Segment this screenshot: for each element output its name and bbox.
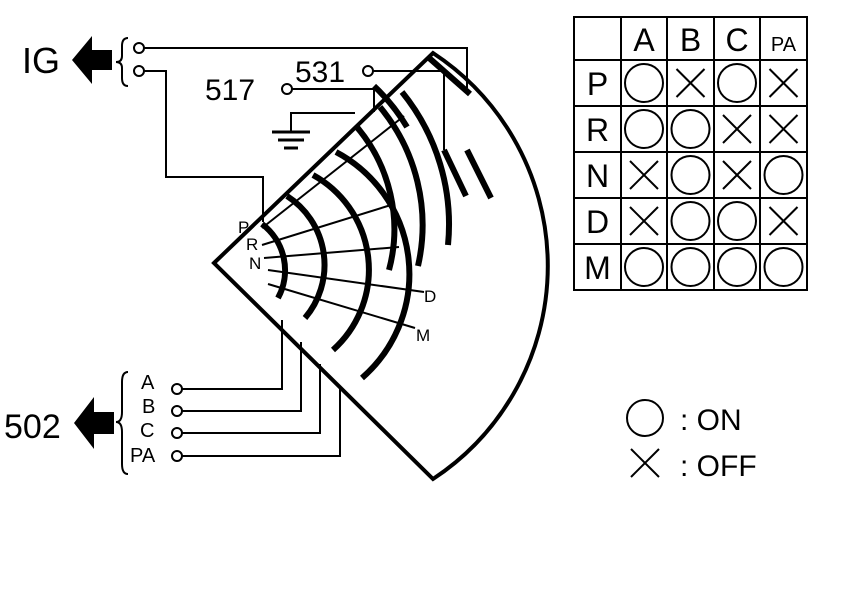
on-circle-icon — [670, 109, 711, 149]
on-circle-icon — [670, 247, 711, 287]
off-cross-icon — [768, 68, 799, 98]
ig-wire-1 — [144, 47, 468, 88]
on-circle-icon — [624, 109, 664, 149]
output-terminal-c — [171, 427, 183, 439]
dial-lines — [261, 115, 425, 329]
legend-on-label: : ON — [680, 404, 742, 437]
table-row-label: M — [584, 250, 611, 286]
table-row-label: R — [586, 112, 609, 148]
ref-531-terminal — [362, 65, 374, 77]
dial-label-n: N — [249, 254, 261, 273]
dial-position-labels: P R N D M — [238, 218, 436, 345]
dial-label-d: D — [424, 287, 436, 306]
table-column-header: B — [680, 22, 701, 58]
output-labels: A B C PA — [130, 372, 156, 467]
ref-517-wire — [292, 88, 375, 112]
table-row-label: N — [586, 158, 609, 194]
ig-connector: IG — [22, 36, 129, 87]
ground-icon — [272, 112, 355, 150]
ig-arrow-icon — [72, 36, 112, 84]
off-cross-icon — [768, 114, 799, 144]
on-circle-icon — [717, 247, 757, 287]
on-circle-icon — [717, 63, 757, 103]
off-cross-icon — [768, 206, 799, 236]
output-wire-b — [182, 342, 302, 412]
dial-label-p: P — [238, 218, 249, 237]
ref-502-brace-icon — [115, 371, 129, 475]
on-circle-icon — [717, 201, 757, 241]
table-row-label: D — [586, 204, 609, 240]
ref-502-label: 502 — [4, 408, 61, 446]
off-cross-icon — [722, 160, 752, 190]
ig-label: IG — [22, 40, 60, 81]
ig-terminal-2 — [133, 65, 145, 77]
ref-531-label: 531 — [295, 56, 345, 89]
on-circle-icon — [670, 155, 711, 195]
off-cross-icon — [629, 160, 659, 190]
output-terminal-b — [171, 405, 183, 417]
on-circle-icon — [670, 201, 711, 241]
on-circle-icon — [624, 247, 664, 287]
dial-label-m: M — [416, 326, 430, 345]
output-wire-c — [182, 364, 321, 434]
off-cross-icon — [629, 206, 659, 236]
ref-517-label: 517 — [205, 74, 255, 107]
off-cross-icon — [722, 114, 752, 144]
dial-label-r: R — [246, 235, 258, 254]
switch-sector — [211, 50, 550, 482]
legend: : ON : OFF — [626, 399, 757, 483]
table-column-header: PA — [771, 34, 797, 56]
output-label-c: C — [140, 420, 154, 442]
table-column-header: C — [725, 22, 748, 58]
output-wire-pa — [182, 386, 341, 457]
legend-off-label: : OFF — [680, 450, 757, 483]
on-circle-icon — [763, 155, 804, 195]
legend-off-icon — [630, 448, 660, 478]
on-circle-icon — [624, 63, 664, 103]
ref-502-arrow-icon — [74, 397, 114, 449]
output-wire-a — [182, 320, 283, 390]
ig-terminal-1 — [133, 42, 145, 54]
ig-brace-icon — [115, 37, 129, 87]
table-column-header: A — [633, 22, 655, 58]
connector-502: 502 — [4, 371, 129, 475]
contact-arcs — [260, 90, 452, 381]
ref-517-terminal — [281, 83, 293, 95]
table-row-label: P — [587, 66, 608, 102]
output-terminal-a — [171, 383, 183, 395]
off-cross-icon — [675, 68, 706, 98]
legend-on-icon — [626, 399, 664, 437]
on-circle-icon — [763, 247, 804, 287]
output-label-b: B — [142, 396, 155, 418]
ig-wire-2 — [144, 70, 264, 222]
output-label-pa: PA — [130, 445, 156, 467]
output-label-a: A — [141, 372, 155, 394]
output-terminal-pa — [171, 450, 183, 462]
contact-track-upper — [371, 54, 494, 200]
